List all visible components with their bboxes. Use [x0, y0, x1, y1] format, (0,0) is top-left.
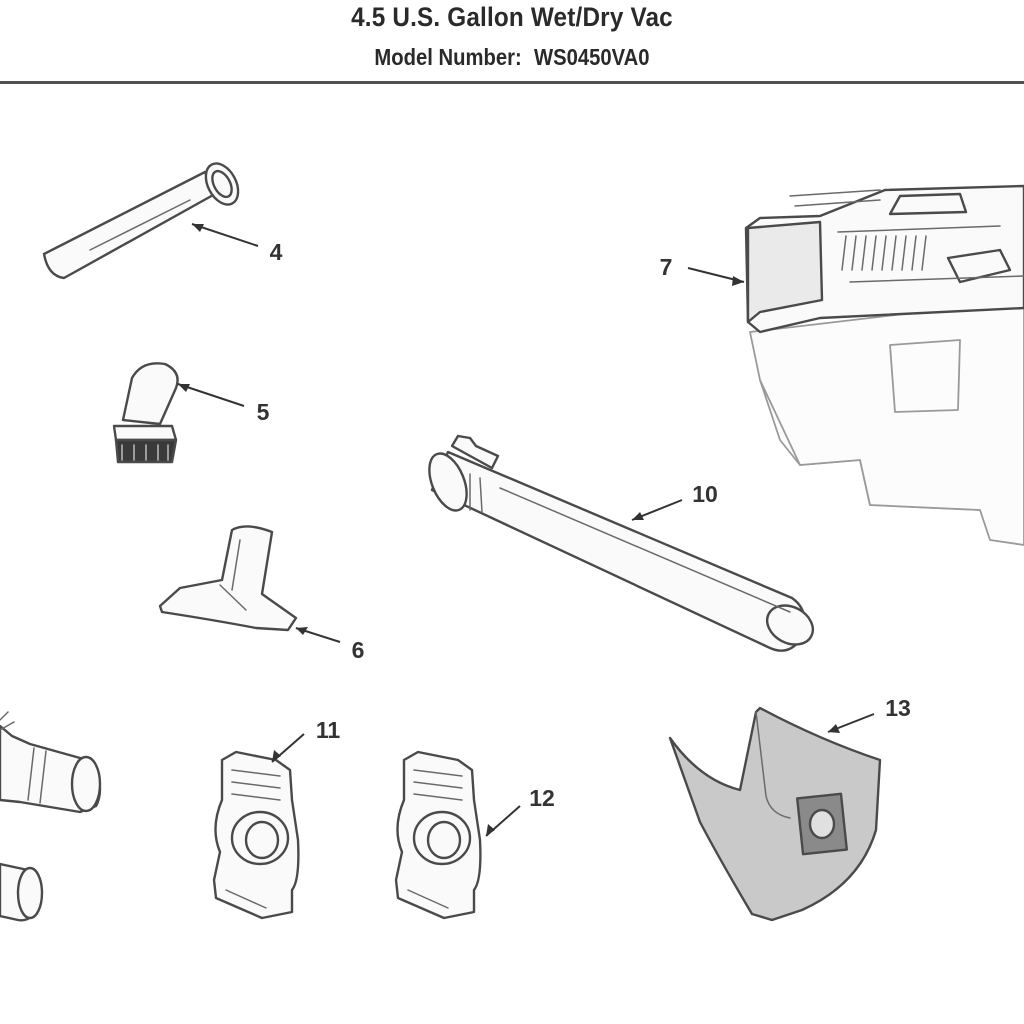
callout-10: 10 [692, 481, 718, 507]
model-number-value: WS0450VA0 [534, 44, 650, 70]
callout-4: 4 [270, 239, 283, 265]
callout-13: 13 [885, 695, 911, 721]
part-11-accessory-clip[interactable] [212, 750, 300, 920]
callout-11: 11 [316, 717, 341, 743]
diagram-header: 4.5 U.S. Gallon Wet/Dry Vac Model Number… [0, 0, 1024, 86]
part-4-crevice-tool[interactable] [42, 158, 245, 280]
callout-12: 12 [529, 785, 555, 811]
part-12-accessory-clip[interactable] [394, 750, 482, 920]
part-10-extension-wand[interactable] [422, 434, 820, 652]
part-hose-partial[interactable] [0, 711, 102, 922]
part-5-dusting-brush[interactable] [112, 362, 179, 464]
callout-6: 6 [352, 637, 365, 663]
diagram-title: 4.5 U.S. Gallon Wet/Dry Vac [351, 2, 673, 32]
callout-5: 5 [257, 399, 270, 425]
model-number-line: Model Number: WS0450VA0 [61, 44, 962, 71]
leader-lines [177, 223, 875, 837]
callout-labels: 4 5 6 7 10 11 12 13 [257, 239, 911, 811]
callout-7: 7 [660, 254, 673, 280]
part-6-utility-nozzle[interactable] [158, 525, 298, 632]
part-7-vacuum-unit[interactable] [744, 184, 1024, 546]
model-number-label: Model Number: [374, 44, 522, 70]
part-13-filter-bag[interactable] [668, 706, 882, 922]
header-divider [0, 81, 1024, 84]
